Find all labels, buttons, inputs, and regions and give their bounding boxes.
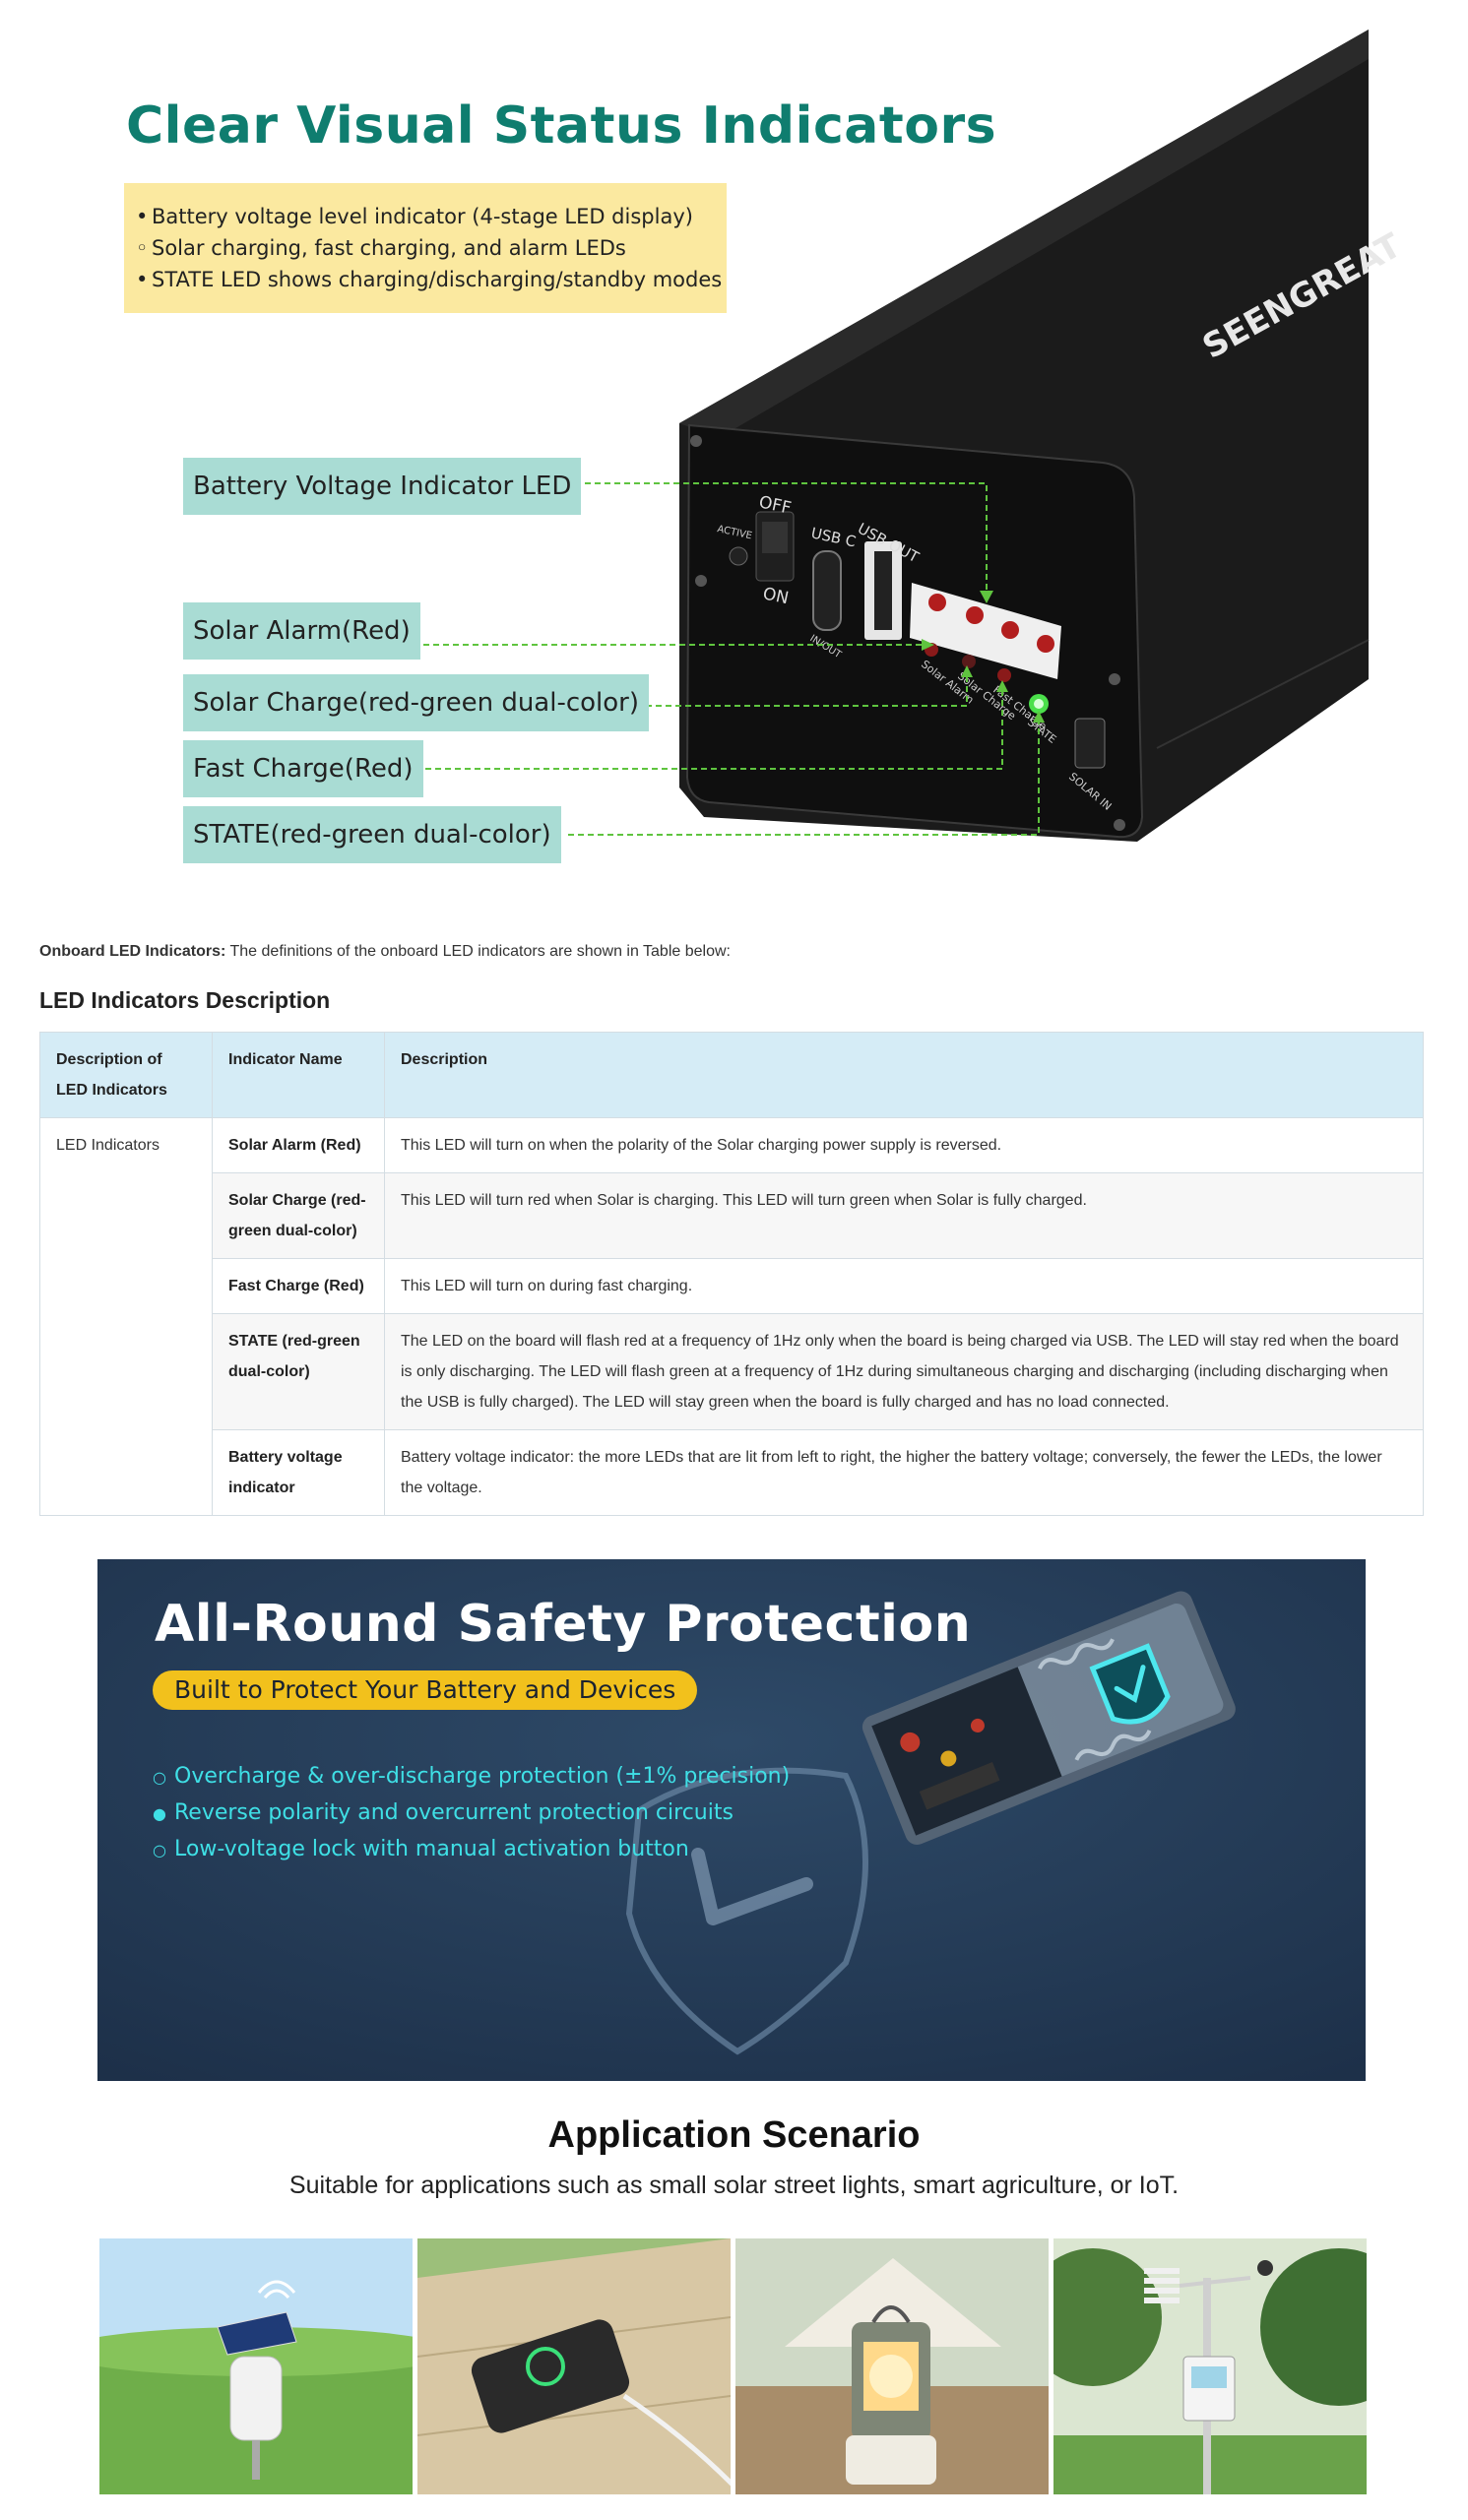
battery-board-illustration: SEENGREAT OFF ON ACTIVE USB C IN/OUT USB… bbox=[414, 30, 1409, 842]
feature-note: •STATE LED shows charging/discharging/st… bbox=[136, 268, 723, 291]
scene-image-camping-lantern bbox=[735, 2238, 1049, 2494]
scene-image-weather-station bbox=[1053, 2238, 1367, 2494]
table-title: LED Indicators Description bbox=[39, 987, 331, 1013]
safety-protection-banner: All-Round Safety Protection Built to Pro… bbox=[97, 1559, 1366, 2081]
callout-fast-charge: Fast Charge(Red) bbox=[183, 740, 423, 797]
led-indicators-hero: SEENGREAT OFF ON ACTIVE USB C IN/OUT USB… bbox=[0, 0, 1468, 886]
safety-subtitle-pill: Built to Protect Your Battery and Device… bbox=[153, 1670, 698, 1710]
safety-feature: ○Overcharge & over-discharge protection … bbox=[153, 1764, 791, 1789]
safety-feature: ●Reverse polarity and overcurrent protec… bbox=[153, 1800, 734, 1825]
scene-image-wireless-charging-phone bbox=[417, 2238, 731, 2494]
table-row: Battery voltage indicator Battery voltag… bbox=[40, 1429, 1424, 1516]
application-subtitle: Suitable for applications such as small … bbox=[288, 2172, 1180, 2199]
header-cell: Description of LED Indicators bbox=[39, 1032, 213, 1118]
feature-note: •Battery voltage level indicator (4-stag… bbox=[136, 205, 693, 228]
feature-note: ◦Solar charging, fast charging, and alar… bbox=[136, 236, 626, 260]
indicator-name-cell: STATE (red-green dual-color) bbox=[212, 1313, 385, 1430]
callout-solar-charge: Solar Charge(red-green dual-color) bbox=[183, 674, 650, 731]
table-row: Fast Charge (Red) This LED will turn on … bbox=[40, 1258, 1424, 1314]
header-cell: Description bbox=[384, 1032, 1424, 1118]
application-title: Application Scenario bbox=[547, 2114, 921, 2156]
safety-title: All-Round Safety Protection bbox=[155, 1595, 972, 1654]
group-cell: LED Indicators bbox=[39, 1117, 213, 1516]
callout-state: STATE(red-green dual-color) bbox=[183, 806, 561, 863]
description-cell: Battery voltage indicator: the more LEDs… bbox=[384, 1429, 1424, 1516]
table-row: LED Indicators Solar Alarm (Red) This LE… bbox=[39, 1117, 1424, 1516]
onboard-intro: Onboard LED Indicators: The definitions … bbox=[39, 943, 731, 960]
callout-battery-voltage: Battery Voltage Indicator LED bbox=[183, 458, 582, 515]
header-cell: Indicator Name bbox=[212, 1032, 385, 1118]
indicator-name-cell: Solar Alarm (Red) bbox=[212, 1117, 385, 1173]
feature-notes-box: •Battery voltage level indicator (4-stag… bbox=[124, 183, 727, 313]
led-indicators-table: Description of LED Indicators Indicator … bbox=[39, 1032, 1424, 1516]
scene-image-solar-iot-sensor bbox=[99, 2238, 413, 2494]
indicator-name-cell: Battery voltage indicator bbox=[212, 1429, 385, 1516]
shield-icon bbox=[625, 1767, 868, 2055]
safety-illustration bbox=[97, 1559, 1366, 2081]
table-row: Solar Charge (red-green dual-color) This… bbox=[40, 1172, 1424, 1259]
table-header-row: Description of LED Indicators Indicator … bbox=[39, 1032, 1424, 1118]
description-cell: This LED will turn on during fast chargi… bbox=[384, 1258, 1424, 1314]
safety-feature: ○Low-voltage lock with manual activation… bbox=[153, 1837, 689, 1861]
description-cell: The LED on the board will flash red at a… bbox=[384, 1313, 1424, 1430]
indicator-name-cell: Fast Charge (Red) bbox=[212, 1258, 385, 1314]
description-cell: This LED will turn on when the polarity … bbox=[384, 1117, 1424, 1173]
indicator-name-cell: Solar Charge (red-green dual-color) bbox=[212, 1172, 385, 1259]
description-cell: This LED will turn red when Solar is cha… bbox=[384, 1172, 1424, 1259]
callout-solar-alarm: Solar Alarm(Red) bbox=[183, 602, 420, 660]
page-title: Clear Visual Status Indicators bbox=[126, 96, 997, 156]
table-row: STATE (red-green dual-color) The LED on … bbox=[40, 1313, 1424, 1430]
